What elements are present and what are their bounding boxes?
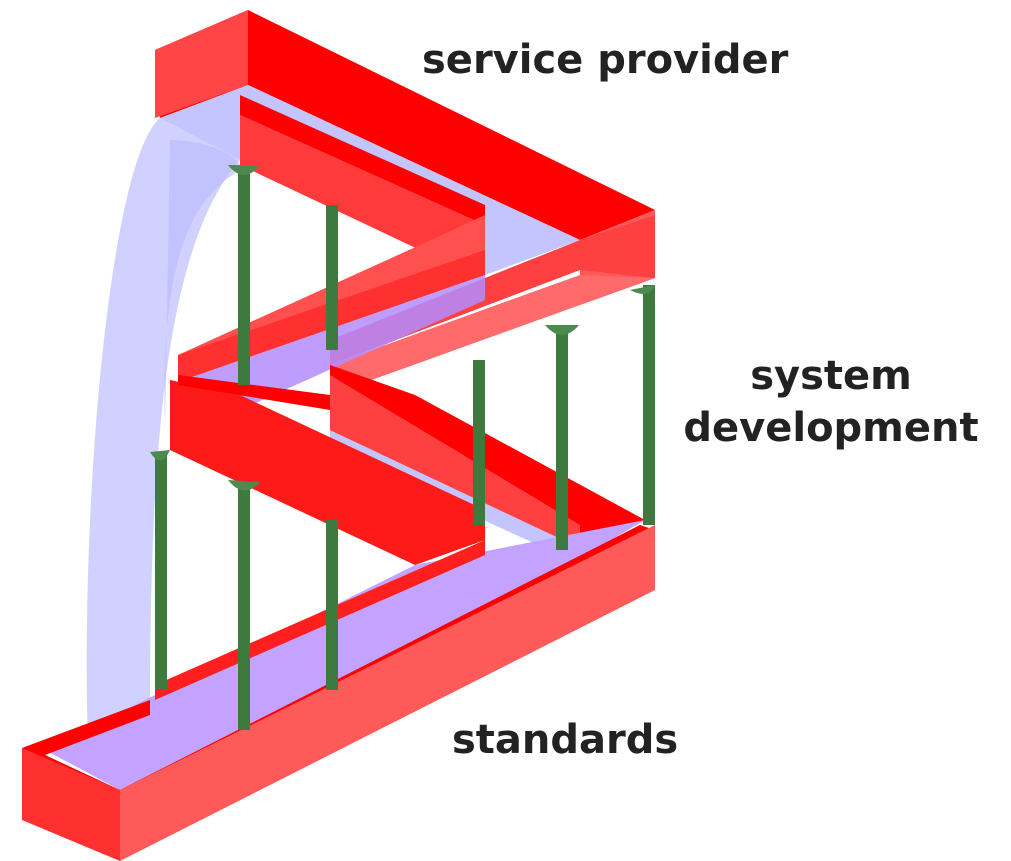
bottom-beam-front-face: [22, 748, 120, 861]
top-beam-top-face: [155, 10, 655, 240]
service-provider-label: service provider: [422, 37, 789, 83]
column: [238, 485, 250, 730]
columns-upper: [238, 170, 655, 550]
left-arch-support: [86, 118, 240, 745]
column: [556, 330, 568, 550]
column: [326, 205, 338, 350]
middle-beam-highlight: [178, 375, 330, 410]
capital: [545, 325, 579, 335]
top-inner-beam-top: [240, 95, 485, 225]
column: [155, 455, 167, 690]
middle-right-beam-face: [330, 375, 580, 548]
left-arch-inner: [164, 140, 240, 430]
system-development-line2: development: [683, 405, 979, 451]
bottom-beam-long-front: [120, 525, 655, 861]
column-capitals: [150, 165, 655, 491]
capital: [630, 285, 655, 294]
middle-beam-top: [170, 380, 485, 565]
upper-right-beam-front: [330, 275, 655, 395]
columns-lower: [155, 455, 338, 730]
top-inner-beam-front: [240, 115, 485, 250]
bottom-diagonal-beam-top: [155, 540, 485, 700]
column: [643, 285, 655, 525]
standards-label: standards: [452, 717, 679, 763]
capital: [228, 165, 260, 175]
column: [238, 170, 250, 385]
bottom-panel: [45, 520, 645, 790]
capital: [150, 450, 170, 461]
system-development-line1: system: [750, 353, 912, 399]
top-post-front: [155, 10, 248, 118]
column: [473, 360, 485, 525]
column: [326, 520, 338, 690]
capital: [228, 480, 260, 491]
system-development-label: system development: [676, 350, 986, 454]
